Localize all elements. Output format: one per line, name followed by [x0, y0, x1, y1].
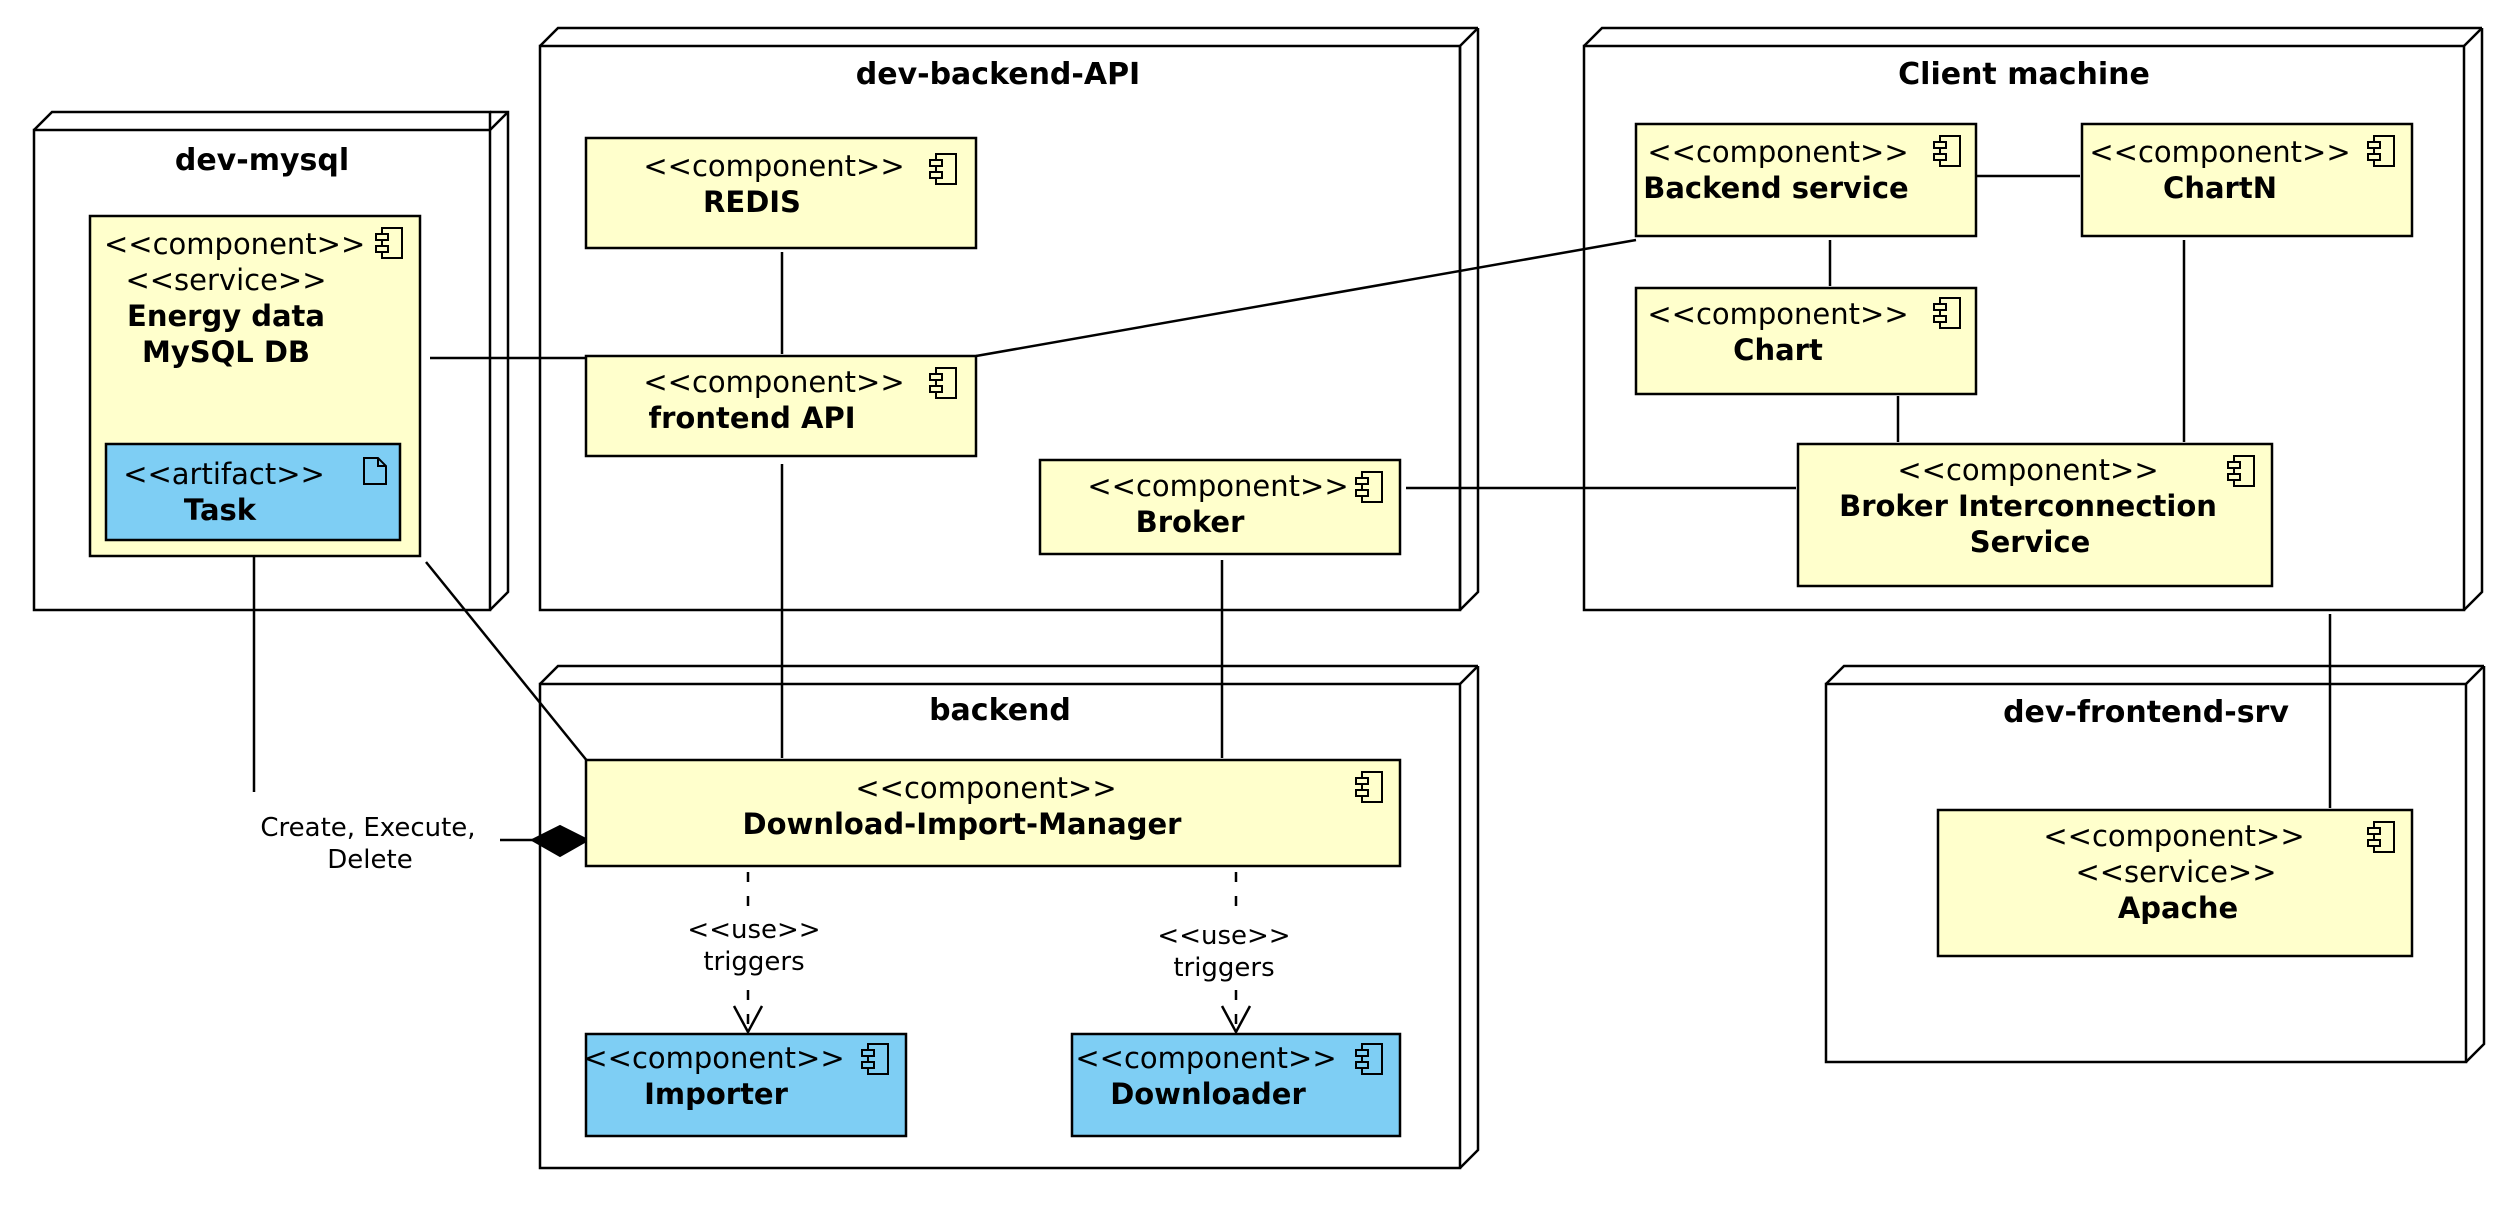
edge-label-create-line1: Create, Execute,	[260, 813, 475, 843]
component-redis[interactable]: <<component>> REDIS	[584, 136, 978, 250]
component-frontend-api[interactable]: <<component>> frontend API	[584, 354, 978, 458]
connectors	[252, 174, 2332, 1035]
component-name: Importer	[644, 1077, 789, 1111]
edge-label-use-downloader-text: triggers	[1173, 953, 1274, 983]
stereotype-label: <<component>>	[855, 771, 1116, 805]
component-importer[interactable]: <<component>> Importer	[583, 1032, 908, 1138]
node-title-dev-mysql: dev-mysql	[175, 143, 349, 178]
link-frontend-api-backend-service	[975, 238, 1637, 358]
component-name: Apache	[2118, 891, 2238, 925]
component-name: Chart	[1733, 333, 1823, 367]
component-name: Backend service	[1643, 171, 1908, 205]
component-apache[interactable]: <<component>> <<service>> Apache	[1936, 808, 2414, 958]
component-download-import-manager[interactable]: <<component>> Download-Import-Manager	[584, 758, 1402, 868]
stereotype-label: <<component>>	[1087, 469, 1348, 503]
node-title-client-machine: Client machine	[1898, 57, 2150, 92]
stereotype-label-service: <<service>>	[125, 263, 326, 297]
component-name: ChartN	[2163, 171, 2277, 205]
stereotype-label: <<component>>	[1647, 297, 1908, 331]
stereotype-label-service: <<service>>	[2075, 855, 2276, 889]
edge-label-use-importer-stereotype: <<use>>	[687, 915, 820, 945]
artifact-task[interactable]: <<artifact>> Task	[104, 442, 402, 542]
artifact-name: Task	[184, 493, 257, 527]
document-icon	[363, 457, 387, 485]
component-broker[interactable]: <<component>> Broker	[1038, 458, 1402, 556]
component-broker-interconnection-service[interactable]: <<component>> Broker Interconnection Ser…	[1796, 442, 2274, 588]
edge-label-create-line2: Delete	[327, 845, 412, 875]
component-name-line1: Energy data	[127, 299, 325, 333]
stereotype-label: <<component>>	[1075, 1041, 1336, 1075]
component-backend-service[interactable]: <<component>> Backend service	[1634, 122, 1978, 238]
component-name: Download-Import-Manager	[743, 807, 1183, 841]
node-title-backend: backend	[929, 693, 1071, 728]
arrow-head-downloader-icon	[1220, 1005, 1252, 1035]
component-name-line2: MySQL DB	[142, 335, 310, 369]
component-chart[interactable]: <<component>> Chart	[1634, 286, 1978, 396]
edge-label-use-importer-text: triggers	[703, 947, 804, 977]
node-title-dev-backend-api: dev-backend-API	[856, 57, 1140, 92]
component-chartn[interactable]: <<component>> ChartN	[2080, 122, 2414, 238]
stereotype-label: <<component>>	[2089, 135, 2350, 169]
arrow-head-importer-icon	[732, 1005, 764, 1035]
stereotype-label: <<artifact>>	[123, 457, 325, 491]
stereotype-label: <<component>>	[104, 227, 365, 261]
stereotype-label: <<component>>	[583, 1041, 844, 1075]
component-name-line2: Service	[1970, 525, 2091, 559]
component-name-line1: Broker Interconnection	[1839, 489, 2217, 523]
node-title-dev-frontend-srv: dev-frontend-srv	[2003, 695, 2289, 730]
link-db-dim	[425, 561, 589, 763]
edge-label-use-downloader-stereotype: <<use>>	[1157, 921, 1290, 951]
stereotype-label: <<component>>	[1897, 453, 2158, 487]
component-downloader[interactable]: <<component>> Downloader	[1070, 1032, 1402, 1138]
component-name: frontend API	[648, 401, 855, 435]
stereotype-label: <<component>>	[643, 149, 904, 183]
component-name: Downloader	[1110, 1077, 1306, 1111]
component-name: Broker	[1136, 505, 1246, 539]
stereotype-label: <<component>>	[1647, 135, 1908, 169]
stereotype-label: <<component>>	[643, 365, 904, 399]
stereotype-label: <<component>>	[2043, 819, 2304, 853]
component-name: REDIS	[703, 185, 801, 219]
